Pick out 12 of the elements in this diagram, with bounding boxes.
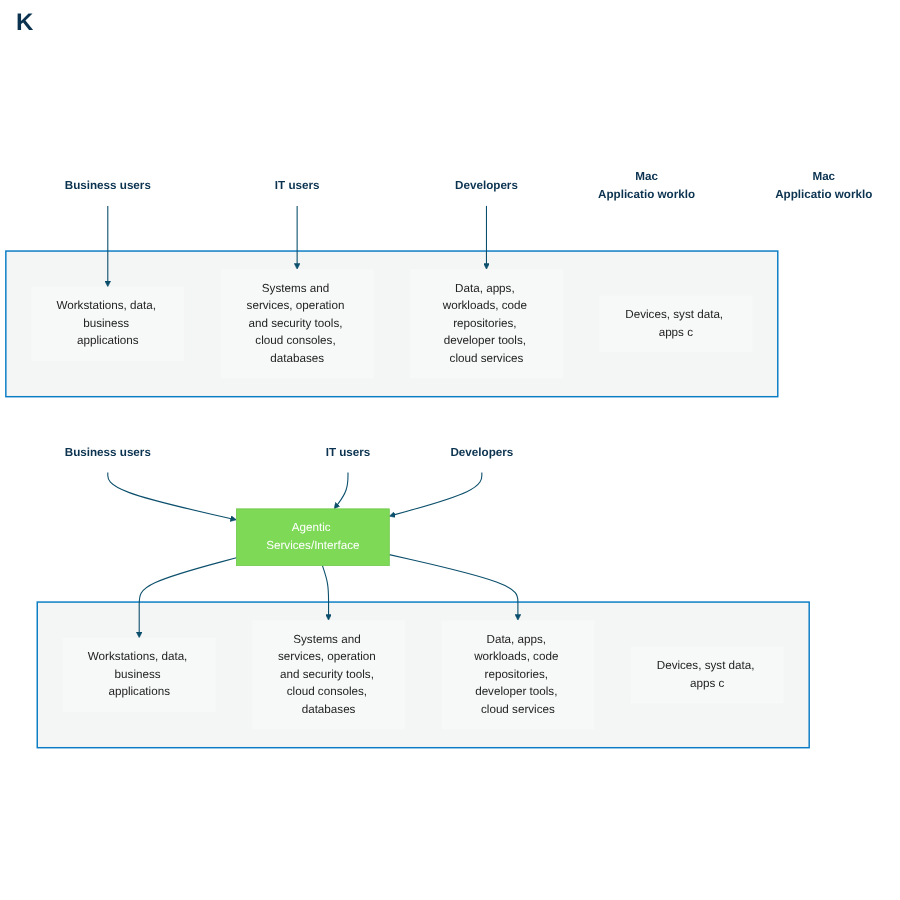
side-label: K <box>16 8 34 36</box>
arrow <box>104 204 111 287</box>
cluster <box>36 600 810 748</box>
arrow <box>136 556 237 638</box>
arrow <box>293 204 301 269</box>
arrow <box>388 553 522 620</box>
arrow <box>321 564 332 620</box>
cluster <box>5 249 779 397</box>
arrow <box>389 471 483 517</box>
arrow <box>483 204 490 269</box>
arrow <box>107 471 237 521</box>
arrow <box>333 471 349 509</box>
